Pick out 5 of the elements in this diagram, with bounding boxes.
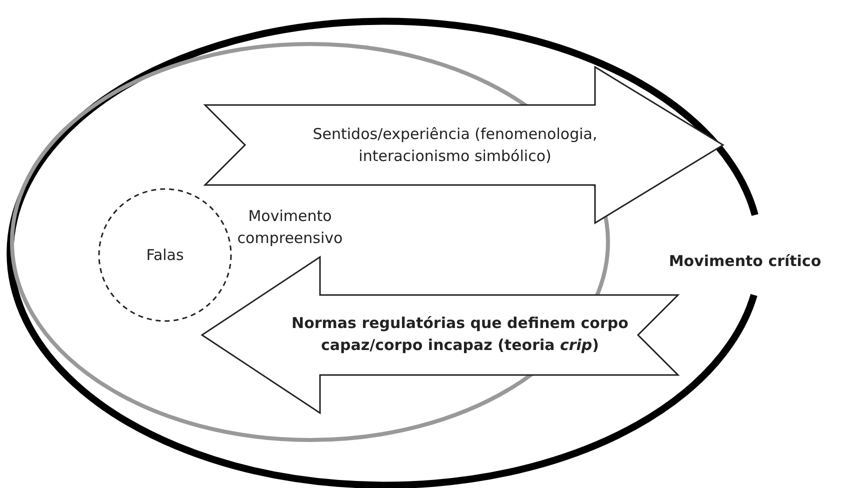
- node-label: Movimento crítico: [668, 251, 822, 272]
- node-label: Movimento compreensivo: [236, 206, 344, 249]
- node-label: Falas: [145, 245, 185, 266]
- node-label: Sentidos/experiência (fenomenologia, interacionismo simbólico): [312, 124, 598, 167]
- node-label: Normas regulatórias que definem corpo capaz/corpo incapaz (teoria crip): [290, 313, 630, 356]
